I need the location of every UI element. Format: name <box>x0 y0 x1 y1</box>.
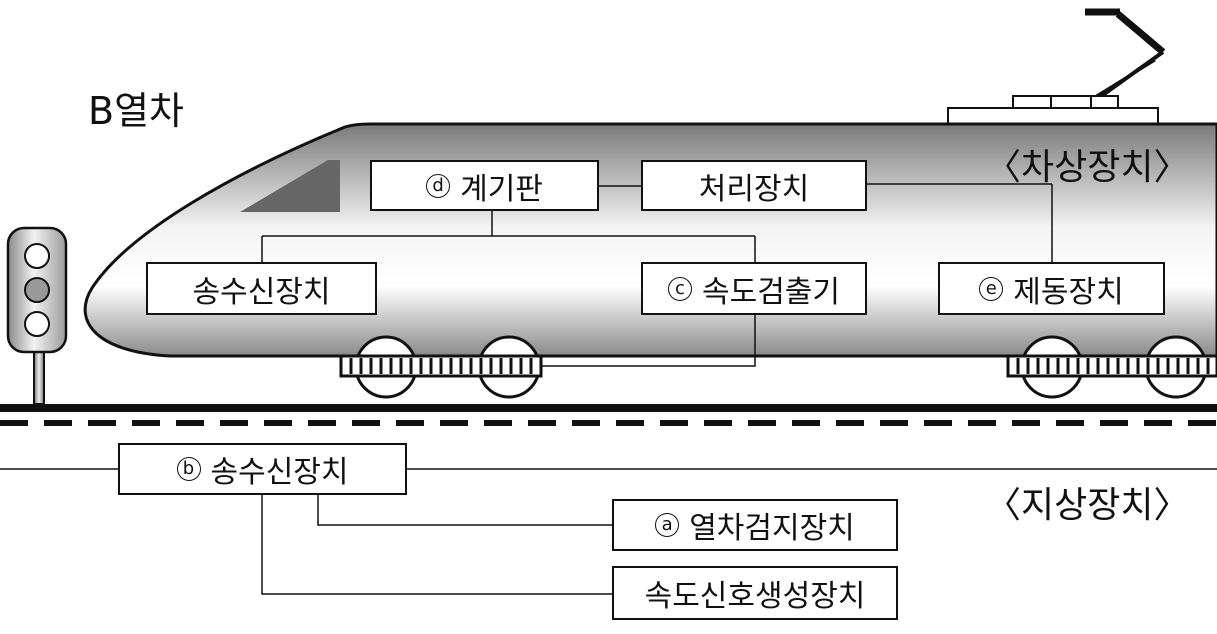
ground-equipment-label: 〈지상장치〉 <box>985 485 1190 526</box>
train-label: B열차 <box>88 89 184 133</box>
railway-signal <box>6 226 68 405</box>
marker-e: e <box>979 276 1004 301</box>
signal-lamp-top <box>24 243 50 269</box>
ground-transceiver-label: 송수신장치 <box>210 455 349 490</box>
onboard-equipment-label: 〈차상장치〉 <box>985 147 1190 188</box>
processor-box: 처리장치 <box>641 160 867 211</box>
onboard-transceiver-box: 송수신장치 <box>146 262 377 315</box>
ground-transceiver-box: b 송수신장치 <box>118 443 407 495</box>
speed-signal-generator-box: 속도신호생성장치 <box>612 566 898 620</box>
dashboard-label: 계기판 <box>460 171 543 207</box>
railway-track <box>0 404 1217 426</box>
onboard-transceiver-label: 송수신장치 <box>192 274 331 310</box>
speed-signal-generator-label: 속도신호생성장치 <box>644 579 866 614</box>
pantograph <box>947 8 1166 125</box>
rear-bogie <box>1006 335 1217 399</box>
speed-detector-label: 속도검출기 <box>702 274 840 310</box>
front-bogie <box>339 335 543 399</box>
signal-lamp-bottom <box>24 311 50 337</box>
onboard-connections <box>261 183 1053 367</box>
marker-c: c <box>668 276 692 301</box>
marker-b: b <box>176 457 201 481</box>
ground-connections <box>0 468 1217 595</box>
marker-d: d <box>426 173 451 198</box>
train-detector-label: 열차검지장치 <box>689 511 855 546</box>
signal-lamp-middle <box>24 277 50 303</box>
front-window <box>240 160 340 212</box>
brake-box: e 제동장치 <box>938 262 1165 315</box>
dashboard-box: d 계기판 <box>370 160 599 211</box>
train-detector-box: a 열차검지장치 <box>612 499 898 551</box>
brake-label: 제동장치 <box>1013 274 1124 310</box>
speed-detector-box: c 속도검출기 <box>641 262 867 315</box>
processor-label: 처리장치 <box>698 171 810 207</box>
marker-a: a <box>655 513 680 537</box>
